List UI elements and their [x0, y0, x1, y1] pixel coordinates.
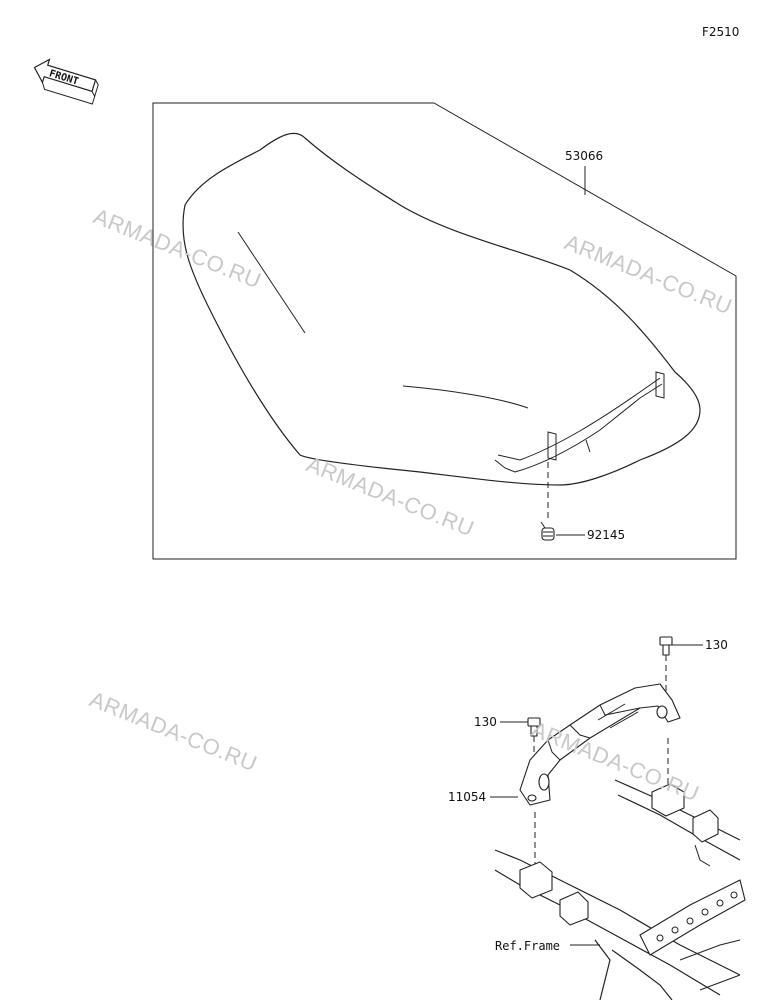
watermark: ARMADA-CO.RU: [90, 203, 265, 293]
bolt-right-icon: [659, 636, 673, 656]
seat-part-number: 53066: [565, 149, 603, 163]
spring-part-icon: [540, 521, 555, 541]
spring-part-number: 92145: [587, 528, 625, 542]
bolt-right-part-number: 130: [705, 638, 728, 652]
seat-callout: 53066: [565, 149, 603, 195]
seat-frame-box: [152, 102, 737, 560]
front-arrow-icon: FRONT: [33, 58, 99, 105]
bracket-drawing: [519, 683, 681, 806]
seat-drawing: [182, 132, 701, 486]
frame-drawing: [494, 779, 746, 1000]
watermark: ARMADA-CO.RU: [86, 686, 261, 776]
bracket-part-number: 11054: [448, 790, 486, 804]
watermark: ARMADA-CO.RU: [303, 451, 478, 541]
watermark: ARMADA-CO.RU: [561, 229, 736, 319]
frame-reference-label: Ref.Frame: [495, 939, 560, 953]
front-label: FRONT: [48, 68, 80, 87]
diagram-code: F2510: [702, 25, 739, 39]
bolt-left-part-number: 130: [474, 715, 497, 729]
